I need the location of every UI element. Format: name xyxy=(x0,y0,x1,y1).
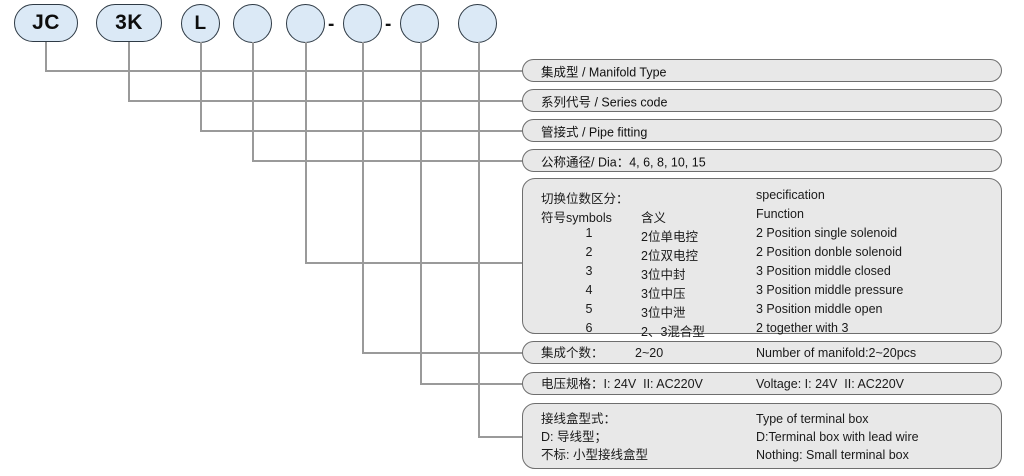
description-box-terminal: 接线盒型式： D: 导线型； 不标: 小型接线盒型 Type of termin… xyxy=(522,403,1002,469)
spec-function: 3 Position middle closed xyxy=(756,264,891,278)
connector-vline-4 xyxy=(252,42,254,161)
terminal-cn-line: 接线盒型式： xyxy=(541,412,617,426)
code-segment-count[interactable] xyxy=(343,4,382,43)
description-box-pipe-fitting: 管接式 / Pipe fitting xyxy=(522,119,1002,142)
spec-meaning: 2、3混合型 xyxy=(641,325,705,339)
connector-hline-7 xyxy=(420,383,523,385)
manifold-count-label: 集成个数： xyxy=(541,346,604,360)
spec-function: 3 Position middle pressure xyxy=(756,283,904,297)
spec-col-meaning: 含义 xyxy=(641,211,667,225)
spec-row: 6 2、3混合型 2 together with 3 xyxy=(523,321,1001,339)
manifold-count-en: Number of manifold:2~20pcs xyxy=(756,346,917,360)
spec-function: 3 Position middle open xyxy=(756,302,883,316)
connector-vline-6 xyxy=(362,42,364,353)
spec-col-function: Function xyxy=(756,207,804,221)
voltage-en: Voltage: I: 24V II: AC220V xyxy=(756,377,905,391)
connector-hline-5 xyxy=(305,262,523,264)
connector-vline-2 xyxy=(128,42,130,101)
description-box-voltage: 电压规格：I: 24V II: AC220V Voltage: I: 24V I… xyxy=(522,372,1002,395)
specification-table: 切换位数区分： specification 符号symbols 含义 Funct… xyxy=(523,179,1001,339)
spec-meaning: 2位双电控 xyxy=(641,249,698,263)
code-separator-1: - xyxy=(328,14,335,35)
spec-row: 4 3位中压 3 Position middle pressure xyxy=(523,283,1001,301)
spec-row: 3 3位中封 3 Position middle closed xyxy=(523,264,1001,282)
spec-symbol: 6 xyxy=(585,321,593,335)
code-segment-terminal[interactable] xyxy=(458,4,497,43)
code-separator-2: - xyxy=(385,14,392,35)
code-segment-position[interactable] xyxy=(286,4,325,43)
connector-vline-1 xyxy=(45,42,47,71)
spec-function: 2 together with 3 xyxy=(756,321,849,335)
code-segment-jc[interactable]: JC xyxy=(14,4,78,42)
spec-meaning: 3位中封 xyxy=(641,268,686,282)
description-box-series-code: 系列代号 / Series code xyxy=(522,89,1002,112)
terminal-en-line: Type of terminal box xyxy=(756,412,869,426)
description-text: 管接式 / Pipe fitting xyxy=(541,125,648,139)
code-segment-dia[interactable] xyxy=(233,4,272,43)
spec-row: 2 2位双电控 2 Position donble solenoid xyxy=(523,245,1001,263)
spec-symbol: 3 xyxy=(585,264,593,278)
spec-header-cn: 切换位数区分： xyxy=(541,192,629,206)
connector-vline-7 xyxy=(420,42,422,384)
connector-hline-8 xyxy=(478,436,523,438)
spec-function: 2 Position donble solenoid xyxy=(756,245,902,259)
connector-vline-3 xyxy=(200,42,202,131)
description-text: 系列代号 / Series code xyxy=(541,95,668,109)
connector-hline-4 xyxy=(252,160,523,162)
spec-meaning: 3位中泄 xyxy=(641,306,686,320)
connector-hline-6 xyxy=(362,352,523,354)
terminal-cn-line: D: 导线型； xyxy=(541,430,607,444)
code-segment-label: 3K xyxy=(115,11,143,34)
spec-row: 5 3位中泄 3 Position middle open xyxy=(523,302,1001,320)
voltage-cn: 电压规格：I: 24V II: AC220V xyxy=(541,377,703,391)
description-box-specification: 切换位数区分： specification 符号symbols 含义 Funct… xyxy=(522,178,1002,339)
connector-vline-8 xyxy=(478,42,480,437)
spec-meaning: 3位中压 xyxy=(641,287,686,301)
spec-symbol: 5 xyxy=(585,302,593,316)
manifold-count-value: 2~20 xyxy=(635,346,664,360)
spec-column-header-row: 符号symbols 含义 Function xyxy=(523,207,1001,225)
description-text: 公称通径/ Dia：4, 6, 8, 10, 15 xyxy=(541,155,706,169)
spec-symbol: 1 xyxy=(585,226,593,240)
connector-vline-5 xyxy=(305,42,307,263)
spec-function: 2 Position single solenoid xyxy=(756,226,898,240)
terminal-en-line: D:Terminal box with lead wire xyxy=(756,430,919,444)
description-box-manifold-type: 集成型 / Manifold Type xyxy=(522,59,1002,82)
connector-hline-3 xyxy=(200,130,523,132)
spec-row: 1 2位单电控 2 Position single solenoid xyxy=(523,226,1001,244)
description-box-manifold-count: 集成个数： 2~20 Number of manifold:2~20pcs xyxy=(522,341,1002,364)
terminal-en-line: Nothing: Small terminal box xyxy=(756,448,909,462)
spec-col-symbols: 符号symbols xyxy=(541,211,612,225)
code-segment-voltage[interactable] xyxy=(400,4,439,43)
code-segment-3k[interactable]: 3K xyxy=(96,4,162,42)
spec-header-en: specification xyxy=(756,188,825,202)
code-segment-label: L xyxy=(194,12,207,34)
connector-hline-1 xyxy=(45,70,523,72)
spec-meaning: 2位单电控 xyxy=(641,230,698,244)
spec-header-row: 切换位数区分： specification xyxy=(523,188,1001,206)
spec-symbol: 4 xyxy=(585,283,593,297)
description-text: 集成型 / Manifold Type xyxy=(541,65,667,79)
connector-hline-2 xyxy=(128,100,523,102)
terminal-cn-line: 不标: 小型接线盒型 xyxy=(541,448,648,462)
code-segment-l[interactable]: L xyxy=(181,4,220,43)
code-segment-label: JC xyxy=(32,11,60,34)
spec-symbol: 2 xyxy=(585,245,593,259)
description-box-dia: 公称通径/ Dia：4, 6, 8, 10, 15 xyxy=(522,149,1002,172)
